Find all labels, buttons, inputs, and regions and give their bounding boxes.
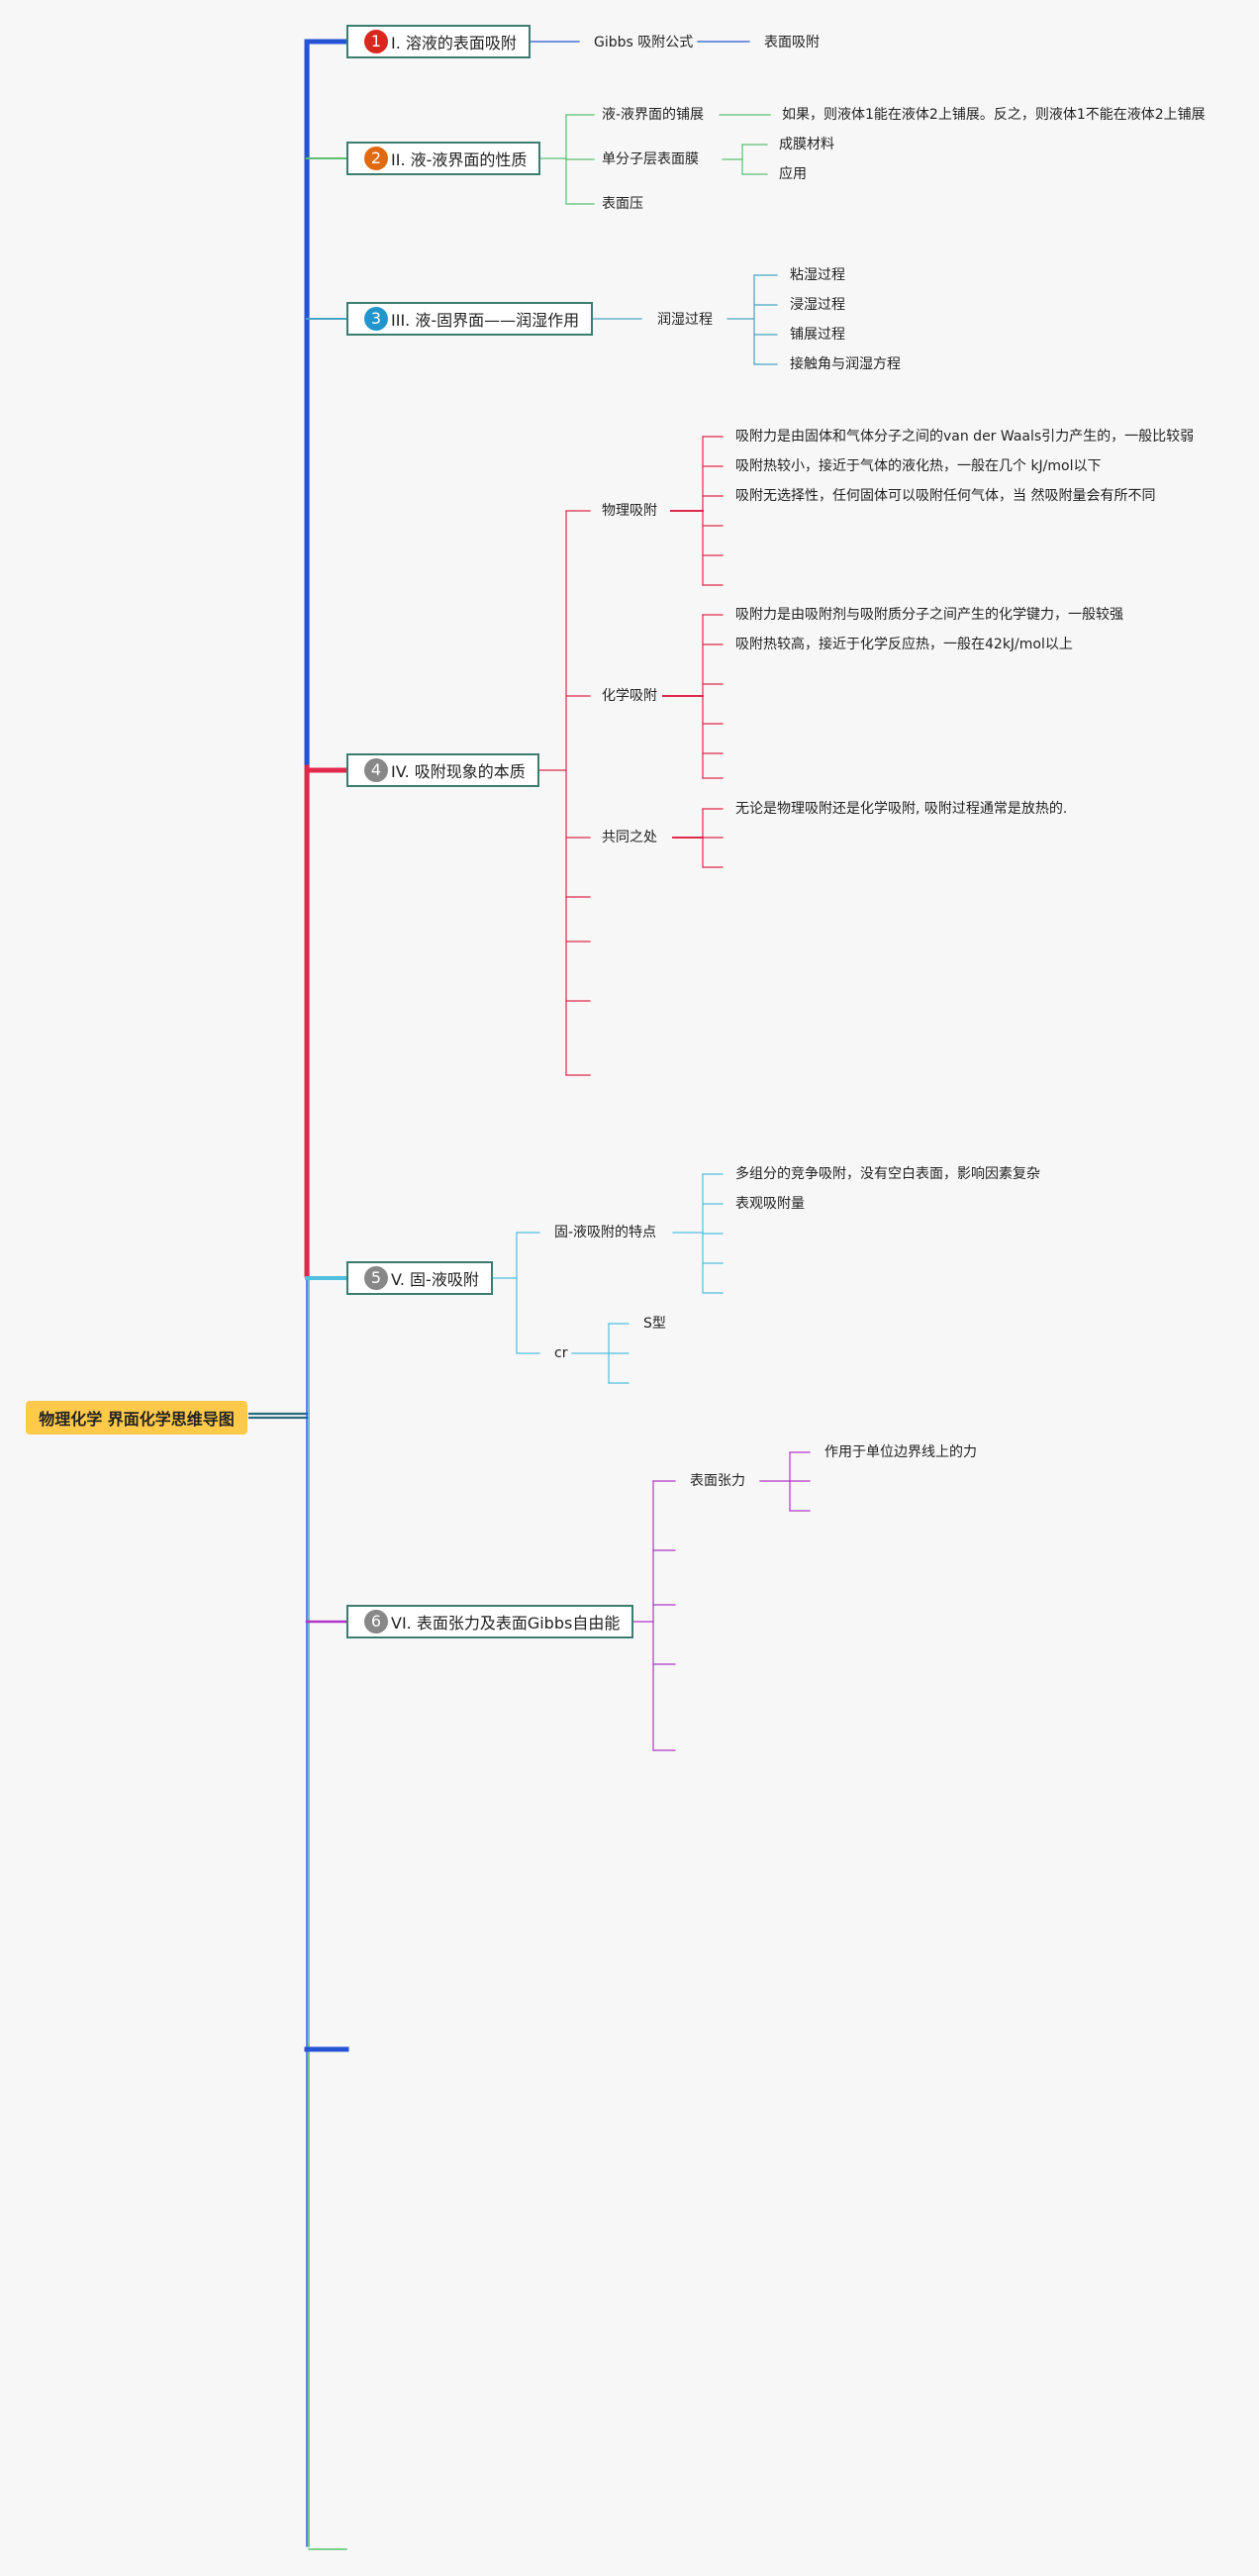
node-phys-heat[interactable]: 吸附热较小，接近于气体的液化热，一般在几个 kJ/mol以下 [735,458,1102,474]
branch-4-node[interactable]: 4 IV. 吸附现象的本质 [346,753,539,787]
node-spreading-wetting[interactable]: 铺展过程 [790,327,845,343]
branch-3-title: III. 液-固界面——润湿作用 [391,311,580,330]
node-sl-features[interactable]: 固-液吸附的特点 [554,1225,657,1240]
node-application[interactable]: 应用 [779,166,807,182]
node-s-type[interactable]: S型 [643,1316,666,1332]
branch-6-node[interactable]: 6 VI. 表面张力及表面Gibbs自由能 [346,1605,634,1638]
node-adhesional-wetting[interactable]: 粘湿过程 [790,267,845,283]
node-surface-tension[interactable]: 表面张力 [690,1473,745,1489]
badge-6: 6 [364,1610,388,1634]
badge-1: 1 [364,30,388,53]
branch-4-title: IV. 吸附现象的本质 [391,762,526,781]
node-immersional-wetting[interactable]: 浸湿过程 [790,297,845,313]
node-cr[interactable]: cr [554,1345,568,1361]
node-surface-adsorption[interactable]: 表面吸附 [764,35,820,50]
badge-5: 5 [364,1266,388,1290]
badge-3: 3 [364,307,388,331]
branch-2-title: II. 液-液界面的性质 [391,150,528,169]
branch-5-node[interactable]: 5 V. 固-液吸附 [346,1261,493,1295]
branch-3-node[interactable]: 3 III. 液-固界面——润湿作用 [346,302,594,336]
badge-2: 2 [364,147,388,170]
node-common-points[interactable]: 共同之处 [602,830,657,845]
branch-1-node[interactable]: 1 I. 溶液的表面吸附 [346,25,531,58]
node-chem-force[interactable]: 吸附力是由吸附剂与吸附质分子之间产生的化学键力，一般较强 [735,607,1123,623]
root-node[interactable]: 物理化学 界面化学思维导图 [26,1401,247,1435]
node-force-per-length[interactable]: 作用于单位边界线上的力 [824,1444,977,1460]
node-competitive-adsorption[interactable]: 多组分的竞争吸附，没有空白表面，影响因素复杂 [735,1166,1040,1182]
node-wetting-process[interactable]: 润湿过程 [657,312,713,328]
node-apparent-adsorption[interactable]: 表观吸附量 [735,1196,805,1212]
node-phys-force[interactable]: 吸附力是由固体和气体分子之间的van der Waals引力产生的，一般比较弱 [735,429,1195,445]
branch-1-title: I. 溶液的表面吸附 [391,34,517,52]
node-exothermic[interactable]: 无论是物理吸附还是化学吸附, 吸附过程通常是放热的. [735,801,1068,817]
node-chem-heat[interactable]: 吸附热较高，接近于化学反应热，一般在42kJ/mol以上 [735,637,1073,652]
node-film-material[interactable]: 成膜材料 [779,137,834,152]
node-spreading-condition[interactable]: 如果，则液体1能在液体2上铺展。反之，则液体1不能在液体2上铺展 [782,107,1206,123]
node-ll-spreading[interactable]: 液-液界面的铺展 [602,107,705,123]
branch-2-node[interactable]: 2 II. 液-液界面的性质 [346,142,541,175]
node-gibbs-formula[interactable]: Gibbs 吸附公式 [594,35,694,50]
node-physical-adsorption[interactable]: 物理吸附 [602,503,657,519]
node-contact-angle[interactable]: 接触角与润湿方程 [790,356,901,372]
node-surface-pressure[interactable]: 表面压 [602,196,643,212]
node-phys-selectivity[interactable]: 吸附无选择性，任何固体可以吸附任何气体，当 然吸附量会有所不同 [735,488,1156,504]
branch-6-title: VI. 表面张力及表面Gibbs自由能 [391,1614,621,1633]
node-monolayer-film[interactable]: 单分子层表面膜 [602,151,699,167]
badge-4: 4 [364,758,388,782]
node-chemical-adsorption[interactable]: 化学吸附 [602,688,657,704]
branch-5-title: V. 固-液吸附 [391,1270,479,1289]
